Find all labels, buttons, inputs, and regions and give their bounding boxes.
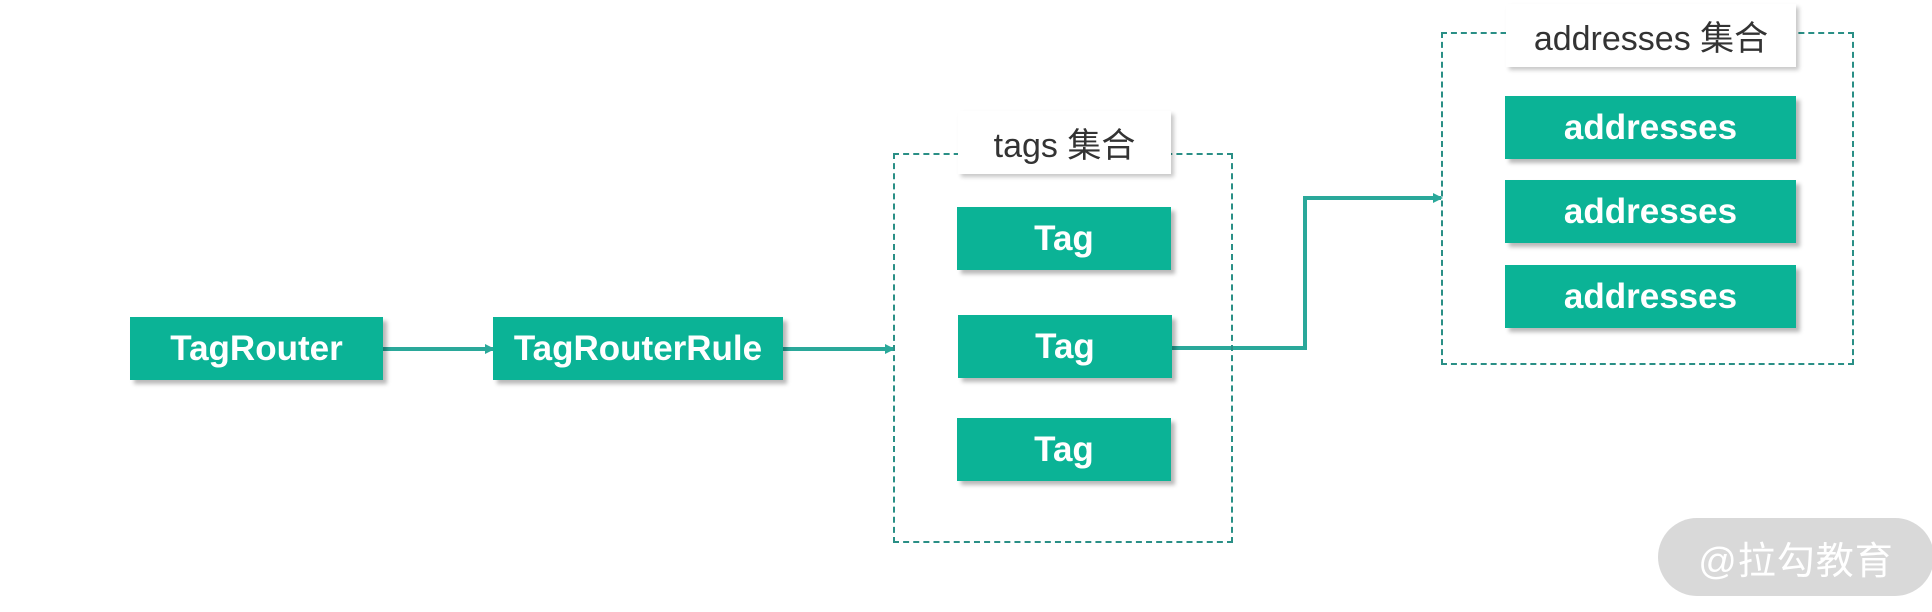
addresses-node-2: addresses (1505, 180, 1796, 243)
tag-node-3: Tag (957, 418, 1171, 481)
lagou-watermark: @拉勾教育 (1658, 518, 1932, 596)
tag-node-2: Tag (958, 315, 1172, 378)
tag-router-rule-node: TagRouterRule (493, 317, 783, 380)
addresses-collection-label: addresses 集合 (1506, 4, 1796, 67)
addresses-node-3: addresses (1505, 265, 1796, 328)
tags-collection-label: tags 集合 (958, 111, 1171, 174)
tag-router-node: TagRouter (130, 317, 383, 380)
tag-node-1: Tag (957, 207, 1171, 270)
arrow-tag-to-addresses (1172, 193, 1443, 350)
addresses-node-1: addresses (1505, 96, 1796, 159)
